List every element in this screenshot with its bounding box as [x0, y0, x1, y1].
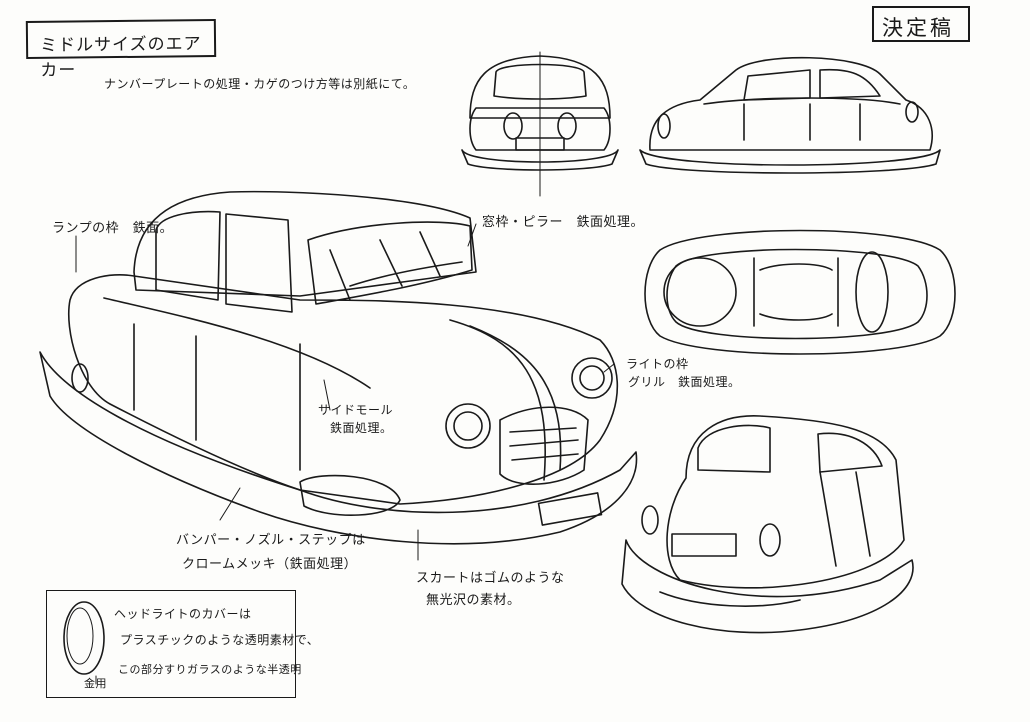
note-headlight-3: この部分すりガラスのような半透明: [118, 663, 302, 676]
note-headlight-1: ヘッドライトのカバーは: [114, 607, 252, 621]
perspective-view-drawing: [39, 190, 638, 545]
note-side-mall-1: サイドモール: [318, 403, 394, 417]
note-light-frame-2: グリル 鉄面処理。: [628, 375, 741, 389]
rear-view-drawing: [621, 415, 914, 634]
note-bumper-2: クロームメッキ（鉄面処理）: [182, 557, 358, 572]
front-view-drawing: [461, 51, 619, 197]
title-text: ミドルサイズのエアカー: [39, 34, 202, 81]
note-window-frame: 窓枠・ピラー 鉄面処理。: [482, 215, 645, 230]
note-bumper-1: バンパー・ノズル・ステップは: [176, 533, 366, 548]
side-view-drawing: [639, 56, 941, 174]
note-side-mall-2: 鉄面処理。: [330, 421, 393, 435]
note-skirt-2: 無光沢の素材。: [426, 593, 521, 608]
note-plate: ナンバープレートの処理・カゲのつけ方等は別紙にて。: [104, 77, 416, 91]
leader-lines: [75, 223, 615, 561]
headlight-cover-sketch: [63, 601, 105, 685]
headlight-note-box: [46, 590, 296, 698]
note-light-frame-1: ライトの枠: [626, 357, 689, 371]
final-draft-stamp: 決定稿: [872, 6, 970, 42]
title-box: ミドルサイズのエアカー: [25, 19, 217, 81]
note-skirt-1: スカートはゴムのような: [416, 571, 565, 586]
note-headlight-callout: 金用: [84, 677, 107, 690]
note-lamp-frame: ランプの枠 鉄面。: [52, 221, 174, 236]
note-headlight-2: プラスチックのような透明素材で、: [120, 633, 320, 647]
final-draft-text: 決定稿: [882, 16, 954, 40]
top-view-drawing: [644, 229, 956, 355]
